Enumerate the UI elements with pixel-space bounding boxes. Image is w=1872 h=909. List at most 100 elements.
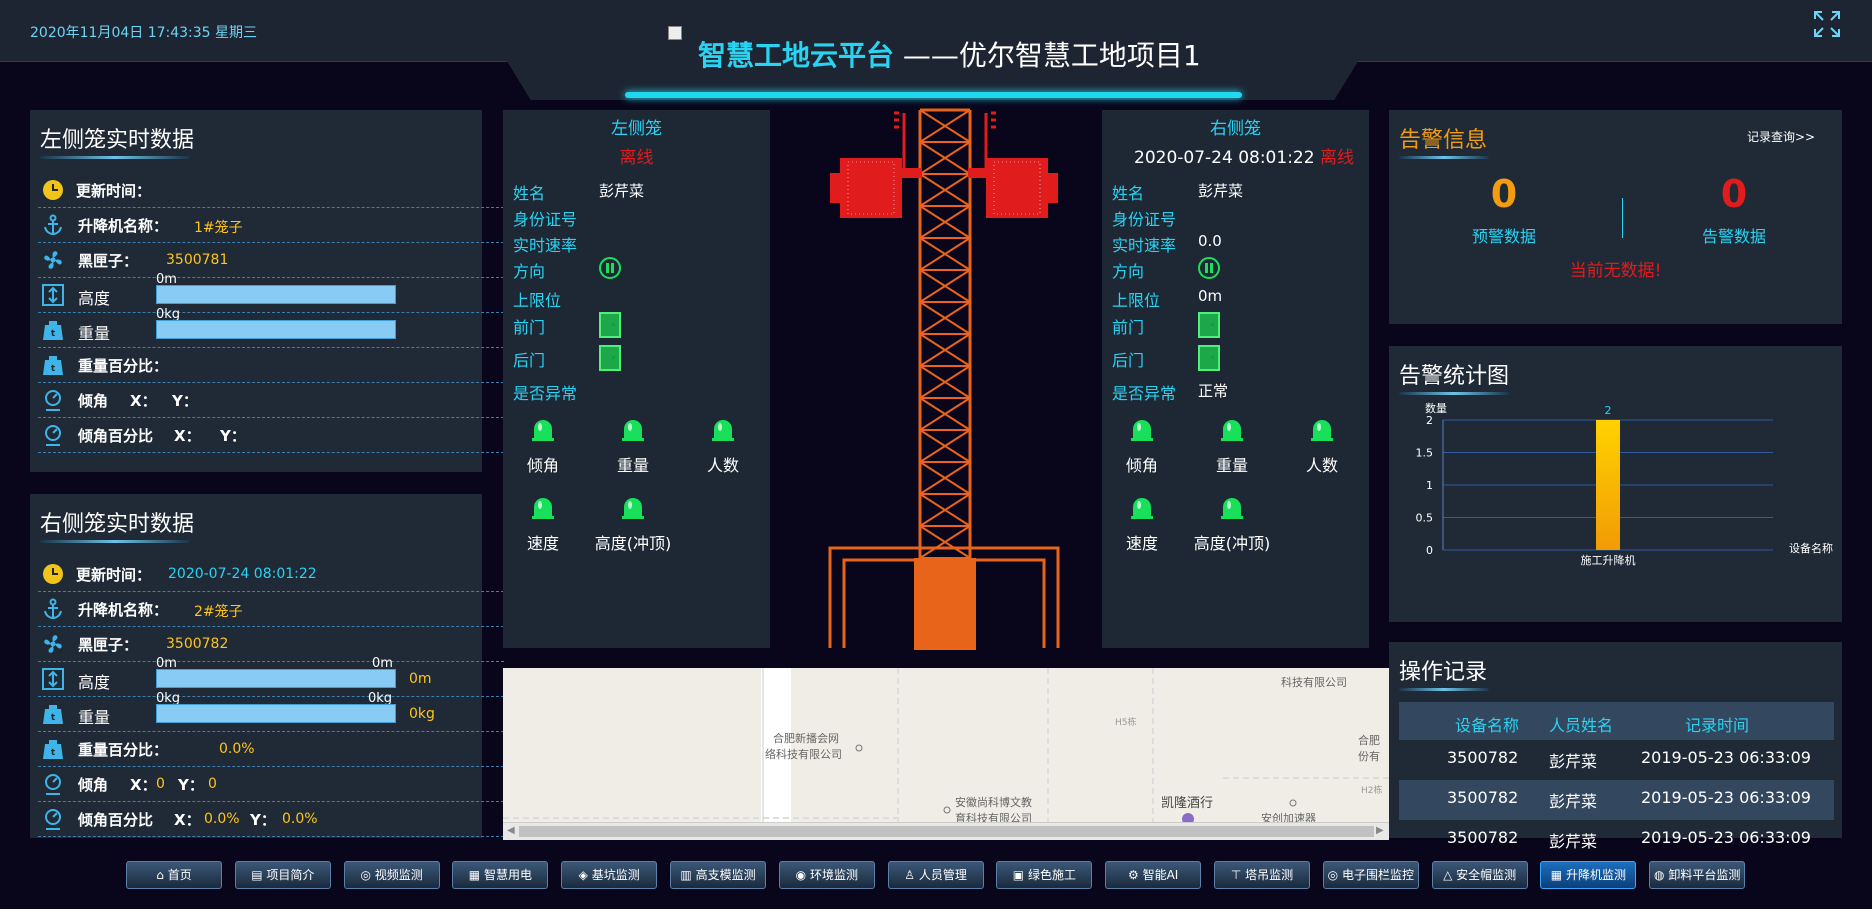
- nav-item[interactable]: ♙ 人员管理: [887, 861, 984, 889]
- title-underline: [1399, 156, 1489, 159]
- row-tilt-pct: 倾角百分比 X： Y：: [38, 418, 504, 453]
- table-cell: 3500782: [1447, 788, 1519, 807]
- nav-item[interactable]: ◉ 环境监测: [778, 861, 875, 889]
- label: 黑匣子：: [78, 636, 139, 654]
- field-label: 前门: [513, 318, 546, 337]
- label: 重量: [78, 324, 111, 343]
- row-weight: t 重量 0kg: [38, 307, 504, 348]
- header-glow-line: [625, 92, 1242, 98]
- nav-item[interactable]: ⚙ 智能AI: [1105, 861, 1202, 889]
- panel-title: 右侧笼实时数据: [40, 512, 195, 537]
- nav-item[interactable]: ▣ 绿色施工: [996, 861, 1093, 889]
- row-tilt: 倾角 X： 0 Y： 0: [38, 767, 504, 802]
- alarm-panel: 告警信息 记录查询>> 0 预警数据 0 告警数据 当前无数据!: [1389, 110, 1842, 324]
- nav-icon: ▦: [468, 868, 484, 882]
- row-update-time: 更新时间： 2020-07-24 08:01:22: [38, 557, 504, 592]
- nav-label: 智能AI: [1142, 868, 1179, 882]
- nav-icon: ▥: [680, 868, 696, 882]
- light-label: 倾角: [1125, 456, 1158, 475]
- anchor-icon: [44, 598, 62, 620]
- title-underline: [40, 540, 190, 543]
- svg-text:t: t: [51, 748, 56, 758]
- map-view[interactable]: 合肥新播会网 络科技有限公司 安徽尚科博文教 育科技有限公司 凯隆酒行 安创加速…: [503, 668, 1389, 840]
- label: 黑匣子：: [78, 252, 139, 270]
- label: 重量: [78, 708, 111, 727]
- map-scrollbar[interactable]: ◀ ▶: [503, 822, 1389, 840]
- table-cell: 彭芹菜: [1549, 792, 1598, 811]
- svg-text:t: t: [51, 329, 56, 339]
- table-cell: 彭芹菜: [1549, 832, 1598, 851]
- left-cage-icon: [830, 158, 922, 218]
- nav-item[interactable]: ▦ 智慧用电: [452, 861, 549, 889]
- alarm-light-icon: [532, 498, 554, 519]
- y-tick-label: 0: [1426, 544, 1433, 557]
- scrollbar-thumb[interactable]: [519, 826, 1374, 837]
- nav-item[interactable]: ◎ 视频监测: [343, 861, 440, 889]
- height-icon: [42, 668, 64, 690]
- x-label: X：: [130, 392, 157, 410]
- cage-status: 离线: [619, 148, 654, 168]
- left-realtime-panel: 左侧笼实时数据 更新时间： 升降机名称： 1#笼子 黑匣子： 3500781 高…: [30, 110, 504, 472]
- nav-label: 电子围栏监控: [1341, 868, 1414, 882]
- label: 更新时间：: [76, 566, 152, 584]
- scroll-right-arrow-icon[interactable]: ▶: [1376, 825, 1384, 836]
- alarm-light-icon: [1221, 420, 1243, 441]
- light-label: 人数: [706, 456, 739, 475]
- x-axis-title: 设备名称: [1789, 541, 1833, 555]
- datetime: 2020年11月04日 17:43:35 星期三: [30, 25, 258, 41]
- nav-item[interactable]: ▥ 高支模监测: [670, 861, 766, 889]
- nav-item[interactable]: ⊤ 塔吊监测: [1214, 861, 1310, 889]
- field-label: 上限位: [1112, 291, 1161, 310]
- bar: [1596, 420, 1620, 550]
- y-label: Y：: [178, 776, 204, 794]
- panel-title: 操作记录: [1399, 660, 1488, 685]
- nav-item[interactable]: ◍ 卸料平台监测: [1649, 861, 1746, 889]
- right-realtime-panel: 右侧笼实时数据 更新时间： 2020-07-24 08:01:22 升降机名称：…: [30, 494, 504, 838]
- page-title: 智慧工地云平台 ——优尔智慧工地项目1: [698, 34, 1201, 74]
- y-axis-title: 数量: [1425, 402, 1447, 415]
- x-tick-label: 施工升降机: [1581, 553, 1636, 567]
- alarm-light-icon: [532, 420, 554, 441]
- row-tilt: 倾角 X： Y：: [38, 383, 504, 418]
- nav-item[interactable]: ◈ 基坑监测: [561, 861, 658, 889]
- indicator-light: 倾角: [503, 416, 583, 476]
- field-label: 方向: [513, 262, 546, 281]
- row-tilt-pct: 倾角百分比 X： 0.0% Y： 0.0%: [38, 802, 504, 837]
- fan-icon: [44, 635, 62, 653]
- light-label: 重量: [616, 456, 649, 475]
- table-header: [1399, 702, 1834, 740]
- nav-item[interactable]: ⌂ 首页: [126, 861, 222, 889]
- bar-label: 0kg: [156, 307, 181, 322]
- indicator-light: 高度(冲顶): [593, 494, 673, 554]
- column-header: 人员姓名: [1549, 716, 1614, 735]
- y-tick-label: 0.5: [1416, 512, 1434, 525]
- nav-item[interactable]: ◎ 电子围栏监控: [1322, 861, 1419, 889]
- nav-item[interactable]: ▤ 项目简介: [234, 861, 331, 889]
- nav-icon: ◎: [1327, 868, 1342, 882]
- broken-image-icon: [668, 26, 682, 40]
- scroll-left-arrow-icon[interactable]: ◀: [507, 825, 515, 836]
- indicator-light: 速度: [503, 494, 583, 554]
- table-row-alt-bg: [1399, 780, 1834, 820]
- nav-icon: ⌂: [156, 868, 168, 882]
- alarm-label: 告警数据: [1701, 227, 1766, 246]
- fullscreen-icon[interactable]: [1813, 10, 1841, 38]
- value: 3500782: [166, 636, 229, 652]
- map-label: 络科技有限公司: [765, 748, 842, 761]
- panel-title: 左侧笼实时数据: [40, 128, 195, 153]
- row-name: 升降机名称： 1#笼子: [38, 208, 504, 243]
- bar-label: 0m: [156, 272, 177, 287]
- nav-item[interactable]: △ 安全帽监测: [1431, 861, 1528, 889]
- height-icon: [42, 284, 64, 306]
- row-weight-pct: t 重量百分比：: [38, 348, 504, 383]
- title-underline: [1399, 688, 1489, 691]
- warn-label: 预警数据: [1471, 227, 1536, 246]
- nav-icon: ◉: [795, 868, 810, 882]
- alarm-light-icon: [1131, 420, 1153, 441]
- bar-label-right: 0m: [372, 656, 393, 671]
- record-query-link[interactable]: 记录查询>>: [1747, 130, 1816, 144]
- nav-item[interactable]: ▦ 升降机监测: [1540, 861, 1637, 889]
- map-label: H2栋: [1361, 786, 1383, 796]
